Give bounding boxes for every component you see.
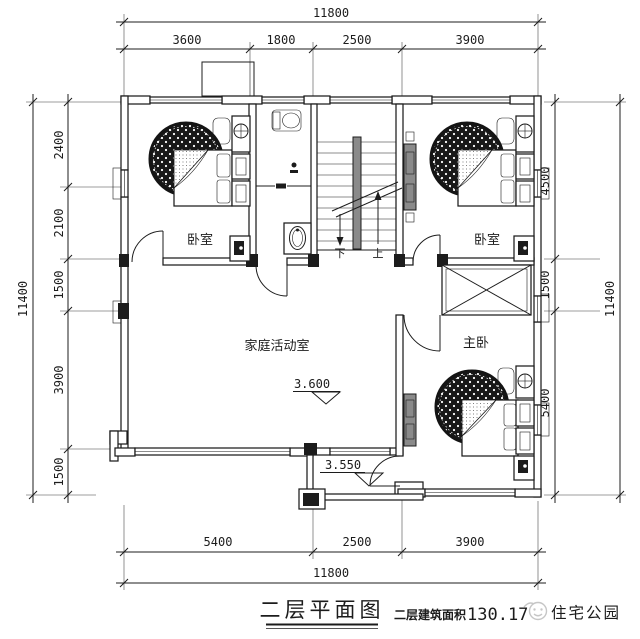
pillow — [216, 179, 231, 204]
window-left-1 — [120, 169, 129, 198]
door-terrace — [369, 455, 401, 487]
staircase: 下 上 — [317, 136, 403, 260]
dim-bottom-seg-0: 5400 — [204, 535, 233, 549]
watermark: 住宅公园 — [523, 601, 621, 622]
stair-down-arrow — [336, 237, 344, 246]
dim-bottom-total: 11800 — [313, 566, 349, 580]
exterior-walls — [109, 95, 550, 498]
title-block: 二层平面图 二层建筑面积 130.17 — [260, 598, 528, 629]
pillow — [500, 153, 515, 178]
door-bedroom-left — [131, 230, 164, 263]
dim-left-seg-4: 1500 — [52, 458, 66, 487]
dim-top-seg-0: 3600 — [173, 33, 202, 47]
dim-left-total: 11400 — [16, 281, 30, 317]
dim-top-seg-1: 1800 — [267, 33, 296, 47]
dim-left-seg-1: 2100 — [52, 209, 66, 238]
wardrobe — [403, 393, 417, 447]
bedroom-right-label: 卧室 — [474, 232, 500, 248]
dim-left: 2400 2100 1500 3900 1500 11400 — [16, 94, 121, 503]
stair-up-arrow — [374, 191, 382, 200]
bedroom-left-label: 卧室 — [187, 232, 213, 248]
family-room-label: 家庭活动室 — [244, 338, 309, 354]
terrace-level-label: 3.550 — [325, 458, 361, 472]
dim-bottom: 5400 2500 3900 11800 — [116, 500, 546, 590]
dim-top-seg-2: 2500 — [343, 33, 372, 47]
window-master-south — [424, 488, 516, 497]
door-bathroom — [255, 264, 288, 297]
doors — [131, 230, 441, 487]
toilet — [271, 109, 302, 132]
chair — [497, 367, 515, 395]
roof-projection — [201, 61, 255, 97]
door-master-bedroom — [403, 314, 441, 352]
area-label: 二层建筑面积 — [394, 607, 466, 622]
wardrobe — [403, 131, 417, 223]
window-terrace-top — [329, 447, 391, 456]
watermark-logo-icon — [528, 601, 548, 621]
dim-left-seg-0: 2400 — [52, 131, 66, 160]
watermark-text: 住宅公园 — [551, 604, 621, 622]
stair-up-label: 上 — [373, 247, 384, 260]
dim-top: 11800 3600 1800 2500 3900 — [116, 6, 546, 96]
dim-top-seg-3: 3900 — [456, 33, 485, 47]
bathroom — [256, 109, 312, 255]
master-bedroom-label: 主卧 — [463, 336, 489, 351]
family-room-level-label: 3.600 — [294, 377, 330, 391]
window-right-2 — [533, 295, 542, 323]
window-top-3 — [329, 96, 393, 104]
bedroom-right: 卧室 — [403, 115, 535, 262]
pillow — [216, 153, 231, 178]
shaft-void — [441, 264, 532, 316]
window-family-south — [134, 447, 291, 456]
dim-top-total: 11800 — [313, 6, 349, 20]
window-top-2 — [261, 96, 305, 104]
pillow — [500, 179, 515, 204]
window-right-1 — [533, 169, 542, 198]
bedroom-left: 卧室 — [148, 115, 251, 262]
terrace: 3.550 — [298, 443, 424, 510]
window-top-1 — [149, 96, 223, 104]
door-bedroom-right — [412, 234, 441, 263]
window-top-4 — [431, 96, 511, 104]
family-room: 家庭活动室 3.600 — [244, 338, 342, 405]
master-bedroom: 主卧 — [403, 336, 535, 481]
dim-left-seg-3: 3900 — [52, 366, 66, 395]
chair — [212, 117, 231, 145]
stair-down-label: 下 — [335, 247, 346, 260]
stair-handrail — [352, 136, 362, 250]
dim-right: 4500 1500 5400 11400 — [538, 94, 626, 503]
dim-bottom-seg-2: 3900 — [456, 535, 485, 549]
dim-left-seg-2: 1500 — [52, 271, 66, 300]
floor-drain — [291, 162, 297, 168]
drawing-title: 二层平面图 — [260, 598, 385, 622]
dim-bottom-seg-1: 2500 — [343, 535, 372, 549]
chair — [496, 117, 515, 145]
area-value: 130.17 — [467, 605, 528, 625]
dim-right-total: 11400 — [603, 281, 617, 317]
sink-cabinet — [283, 222, 312, 255]
window-right-3 — [533, 404, 542, 436]
